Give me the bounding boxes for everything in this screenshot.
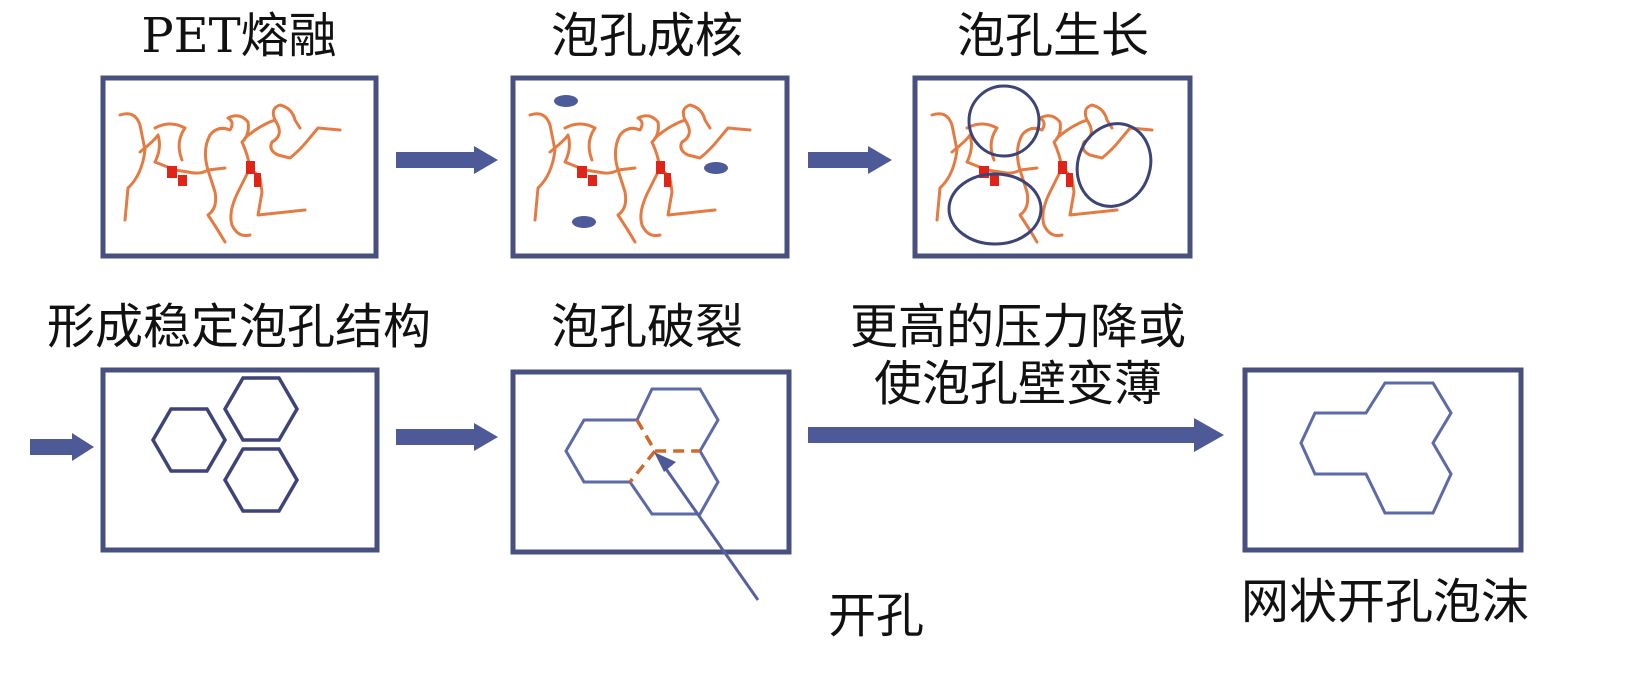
panel-frame xyxy=(100,75,379,259)
label-pressure-drop-line1: 更高的压力降或 xyxy=(850,299,1186,355)
cell-wall xyxy=(635,387,720,452)
panel-cell-rupture xyxy=(510,369,792,601)
panel-frame xyxy=(1242,367,1524,553)
label-open-pore: 开孔 xyxy=(828,588,924,644)
panel-open-cell-foam xyxy=(1242,367,1524,553)
bubble-nucleus xyxy=(572,216,596,228)
arrow-step-2 xyxy=(808,146,892,174)
growing-bubble xyxy=(1075,122,1153,208)
panel-frame xyxy=(510,75,790,259)
cell-wall xyxy=(628,450,720,516)
hexagonal-cell xyxy=(222,447,300,513)
arrow-step-4 xyxy=(808,418,1224,452)
panel-frame xyxy=(510,369,792,555)
label-stable-cell-structure: 形成稳定泡孔结构 xyxy=(47,299,431,355)
growing-bubble xyxy=(947,172,1043,246)
open-pore-pointer-head xyxy=(654,452,676,472)
arrow-step-3 xyxy=(396,423,498,451)
panel-stable-cell-structure xyxy=(100,367,380,553)
hexagonal-cell xyxy=(150,407,228,473)
growing-bubble xyxy=(967,84,1041,158)
arrow-into-stable xyxy=(30,433,94,461)
panel-frame xyxy=(912,75,1193,259)
merged-open-cell xyxy=(1299,381,1453,515)
bubble-nucleus xyxy=(704,162,728,174)
label-cell-growth: 泡孔生长 xyxy=(957,8,1149,64)
label-cell-nucleation: 泡孔成核 xyxy=(551,8,743,64)
arrow-step-1 xyxy=(396,146,498,174)
panel-cell-nucleation xyxy=(510,75,790,259)
panel-pet-melt xyxy=(100,75,379,259)
label-pressure-drop-line2: 使泡孔壁变薄 xyxy=(874,356,1162,412)
cell-wall xyxy=(564,418,637,484)
ruptured-cell-wall xyxy=(628,419,700,484)
label-cell-rupture: 泡孔破裂 xyxy=(551,299,743,355)
panel-frame xyxy=(100,367,380,553)
label-open-cell-foam: 网状开孔泡沫 xyxy=(1241,574,1529,630)
label-pet-melt: PET熔融 xyxy=(141,8,336,64)
panel-cell-growth xyxy=(912,75,1193,259)
open-pore-pointer xyxy=(662,465,760,601)
hexagonal-cell xyxy=(222,376,300,442)
bubble-nucleus xyxy=(554,95,578,107)
